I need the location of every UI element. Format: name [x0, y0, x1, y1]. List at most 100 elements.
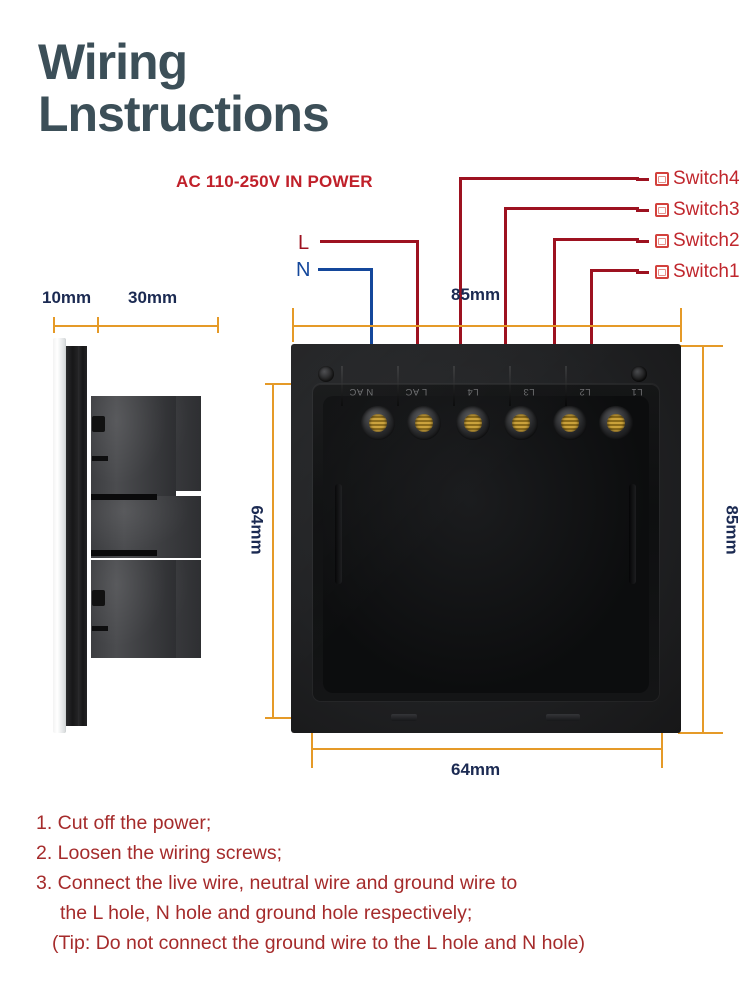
terminal-divider-3	[453, 366, 455, 406]
terminal-label-l-ac: L AC	[405, 386, 428, 397]
device-inner-housing	[313, 384, 659, 701]
wire-switch3-horizontal	[504, 207, 639, 210]
mounting-hole-top-right	[631, 366, 647, 382]
profile-middle-slot-bottom	[91, 550, 157, 556]
dimension-64mm-left: 64mm	[247, 505, 267, 555]
device-right-dimension-line	[702, 345, 704, 733]
device-bottom-tab-left	[391, 714, 417, 721]
switch-square-icon	[655, 203, 669, 217]
switch-square-icon	[655, 172, 669, 186]
device-core-panel	[323, 396, 649, 693]
profile-clip-notch-top2	[92, 456, 108, 461]
legend-label-switch2: Switch2	[673, 230, 740, 251]
wire-switch4-horizontal	[459, 177, 639, 180]
wire-switch2-vertical	[553, 238, 556, 422]
terminal-divider-1	[341, 366, 343, 406]
device-left-dim-ext-top	[265, 383, 313, 385]
instruction-steps: 1. Cut off the power; 2. Loosen the wiri…	[36, 808, 726, 958]
legend-label-switch1: Switch1	[673, 261, 740, 282]
terminal-divider-4	[509, 366, 511, 406]
live-wire-label: L	[298, 232, 310, 254]
device-right-dim-ext-bottom	[678, 732, 723, 734]
terminal-label-n-ac: N AC	[349, 386, 374, 397]
ac-power-label: AC 110-250V IN POWER	[176, 172, 373, 191]
legend-dash-switch4	[636, 177, 649, 181]
profile-black-frame	[66, 346, 78, 726]
terminal-screw-l3	[504, 406, 538, 440]
switch-rear-view: N AC L AC L4 L3 L2 L1	[291, 344, 681, 733]
instruction-step-3-cont: the L hole, N hole and ground hole respe…	[60, 902, 473, 924]
profile-clip-notch-bottom	[92, 590, 105, 606]
legend-label-switch3: Switch3	[673, 199, 740, 220]
instruction-step-2: 2. Loosen the wiring screws;	[36, 842, 283, 864]
terminal-label-l3: L3	[523, 386, 535, 397]
profile-clip-notch-top	[92, 416, 105, 432]
dimension-85mm-right: 85mm	[722, 505, 742, 555]
device-left-dim-ext-bottom	[265, 717, 313, 719]
page-title: Wiring Lnstructions	[38, 34, 330, 142]
terminal-label-l2: L2	[579, 386, 591, 397]
instruction-step-1: 1. Cut off the power;	[36, 812, 212, 834]
terminal-screw-l2	[553, 406, 587, 440]
wire-live-vertical	[416, 240, 419, 422]
neutral-wire-label: N	[296, 259, 311, 281]
device-bottom-dim-tick-right	[661, 706, 663, 768]
terminal-divider-5	[565, 366, 567, 406]
switch-square-icon	[655, 234, 669, 248]
wire-switch1-horizontal	[590, 269, 639, 272]
dimension-10mm: 10mm	[42, 288, 92, 307]
legend-item-switch1: Switch1	[636, 261, 740, 283]
legend-dash-switch2	[636, 239, 649, 243]
instruction-tip: (Tip: Do not connect the ground wire to …	[52, 932, 585, 954]
terminal-block: N AC L AC L4 L3 L2 L1	[309, 366, 663, 440]
terminal-label-l1: L1	[631, 386, 643, 397]
legend-item-switch3: Switch3	[636, 199, 740, 221]
mounting-hole-bottom-right	[631, 679, 647, 695]
profile-dimension-line	[53, 325, 218, 327]
legend-dash-switch3	[636, 208, 649, 212]
legend-item-switch2: Switch2	[636, 230, 740, 252]
dimension-30mm: 30mm	[128, 288, 178, 307]
profile-dimension-tick-right	[217, 317, 219, 333]
legend-dash-switch1	[636, 270, 649, 274]
profile-glass-panel	[53, 338, 66, 733]
profile-dimension-tick-left	[53, 317, 55, 333]
profile-module-top-step	[91, 396, 176, 496]
profile-frame-rib	[78, 346, 87, 726]
wire-neutral-horizontal	[318, 268, 373, 271]
dimension-85mm-top: 85mm	[451, 285, 501, 304]
terminal-screw-n-ac	[361, 406, 395, 440]
profile-middle-slot-top	[91, 494, 157, 500]
dimension-64mm-bottom: 64mm	[451, 760, 501, 779]
device-bottom-dimension-line	[311, 748, 662, 750]
device-vent-left	[335, 484, 342, 584]
terminal-screw-l-ac	[407, 406, 441, 440]
legend-label-switch4: Switch4	[673, 168, 740, 189]
device-vent-right	[629, 484, 636, 584]
instruction-step-3: 3. Connect the live wire, neutral wire a…	[36, 872, 518, 894]
device-top-dimension-line	[292, 325, 681, 327]
switch-side-profile-view	[48, 338, 218, 733]
profile-dimension-tick-middle	[97, 317, 99, 333]
wire-switch2-horizontal	[553, 238, 639, 241]
terminal-screw-l4	[456, 406, 490, 440]
wire-live-horizontal	[320, 240, 419, 243]
device-bottom-dim-tick-left	[311, 706, 313, 768]
profile-module-middle	[91, 496, 201, 558]
legend-item-switch4: Switch4	[636, 168, 740, 190]
device-top-dim-tick-right	[680, 308, 682, 342]
wire-switch4-vertical	[459, 177, 462, 422]
profile-module-bottom-step	[91, 560, 176, 658]
mounting-hole-top-left	[318, 366, 334, 382]
device-right-dim-ext-top	[678, 345, 723, 347]
switch-square-icon	[655, 265, 669, 279]
terminal-divider-2	[397, 366, 399, 406]
terminal-screw-l1	[599, 406, 633, 440]
device-left-dimension-line	[272, 383, 274, 718]
profile-clip-notch-bottom2	[92, 626, 108, 631]
wire-switch3-vertical	[504, 207, 507, 422]
mounting-hole-bottom-left	[318, 679, 334, 695]
profile-highlight	[87, 348, 91, 724]
device-bottom-tab-right	[546, 714, 580, 721]
